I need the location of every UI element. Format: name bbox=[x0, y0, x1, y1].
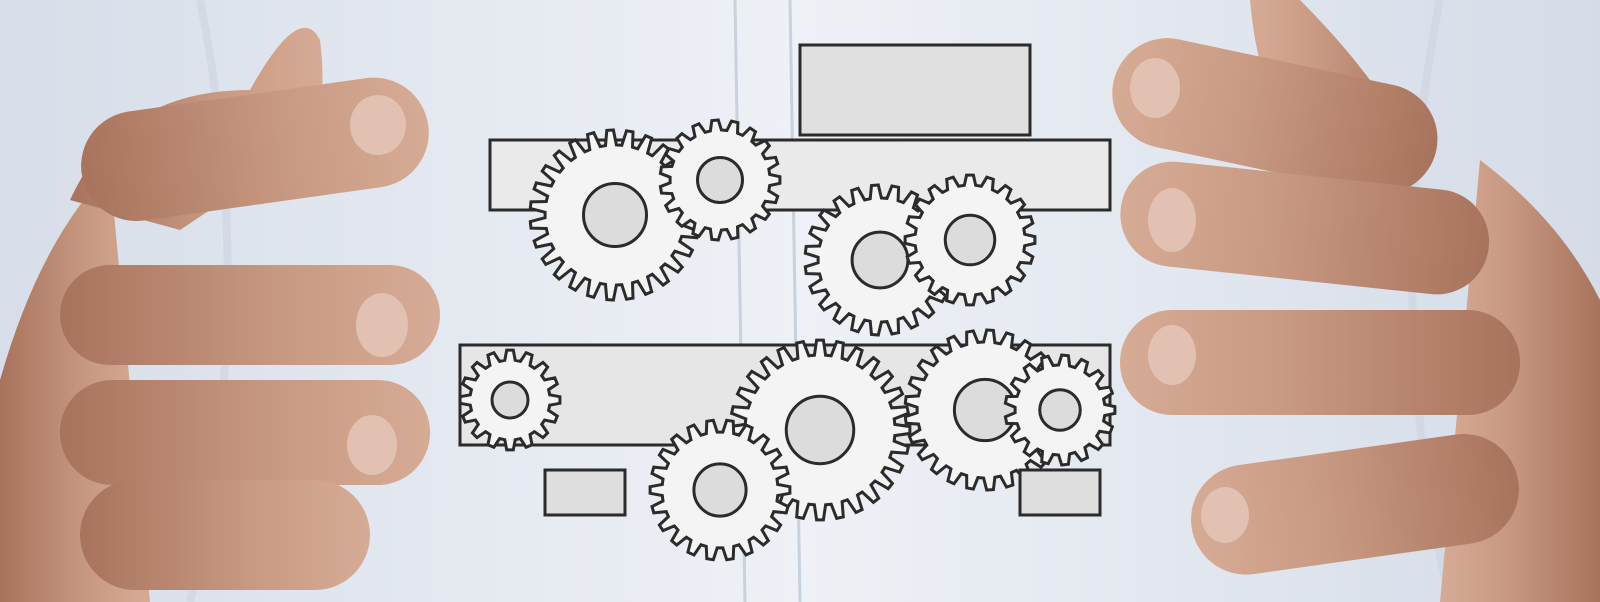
gear-hub bbox=[696, 156, 744, 204]
fingernail bbox=[1148, 188, 1196, 252]
fingernail bbox=[1201, 487, 1249, 543]
gearbox-sketch bbox=[458, 43, 1117, 562]
right-hand bbox=[1112, 0, 1600, 602]
gear-hub bbox=[1038, 388, 1082, 432]
fingernail bbox=[356, 293, 408, 357]
gear-hub bbox=[784, 394, 856, 466]
left-hand bbox=[0, 27, 440, 602]
gear-hub bbox=[850, 230, 910, 290]
gear-hub bbox=[582, 182, 648, 248]
fingernail bbox=[1130, 58, 1180, 118]
bearing-block bbox=[543, 468, 627, 517]
fingernail bbox=[347, 415, 397, 475]
fingernail bbox=[350, 95, 406, 155]
gear-hub bbox=[692, 462, 748, 518]
fingernail bbox=[1148, 325, 1196, 385]
gear-hub bbox=[943, 213, 997, 267]
gear-hub bbox=[952, 377, 1018, 443]
top-housing bbox=[798, 43, 1032, 137]
gear-hub bbox=[490, 380, 530, 420]
bearing-block bbox=[1018, 468, 1102, 517]
